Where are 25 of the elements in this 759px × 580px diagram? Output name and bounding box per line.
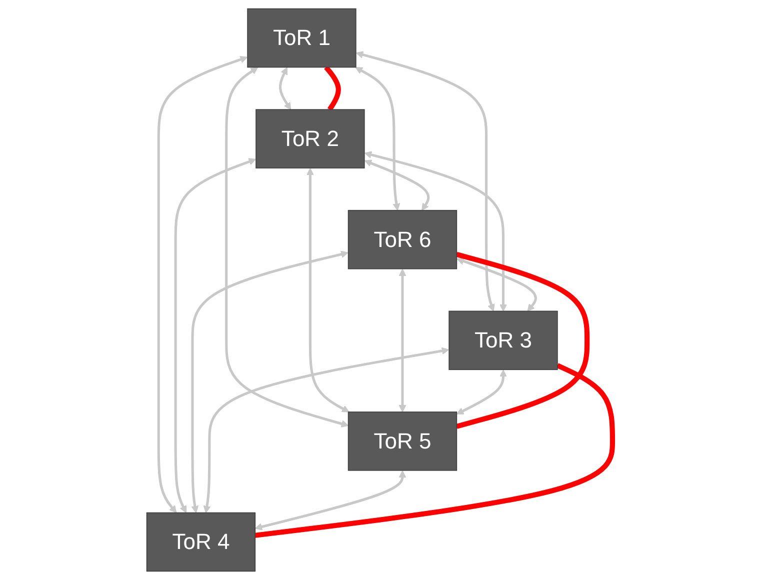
node-box <box>348 412 457 471</box>
arrow <box>456 258 537 312</box>
connector <box>456 252 590 429</box>
connector <box>324 66 341 111</box>
connector <box>254 363 615 538</box>
node-box <box>448 310 558 370</box>
arrow <box>355 67 400 211</box>
arrow <box>364 151 507 312</box>
arrow <box>174 158 256 514</box>
arrow <box>157 56 248 514</box>
arrow <box>306 168 350 412</box>
network-diagram: ToR 1 ToR 2 ToR 6 ToR 3 ToR 5 ToR 4 <box>140 2 620 578</box>
node-box <box>246 8 356 68</box>
arrow <box>356 51 495 312</box>
arrow <box>191 250 348 514</box>
node-box <box>348 210 457 270</box>
arrow <box>203 347 449 514</box>
arrow <box>278 67 291 110</box>
arrow <box>254 470 406 530</box>
arrow <box>224 67 348 428</box>
arrow <box>398 268 406 412</box>
arrow <box>456 370 507 414</box>
node-box <box>255 109 365 168</box>
node-box <box>146 512 256 572</box>
arrow <box>364 160 430 211</box>
